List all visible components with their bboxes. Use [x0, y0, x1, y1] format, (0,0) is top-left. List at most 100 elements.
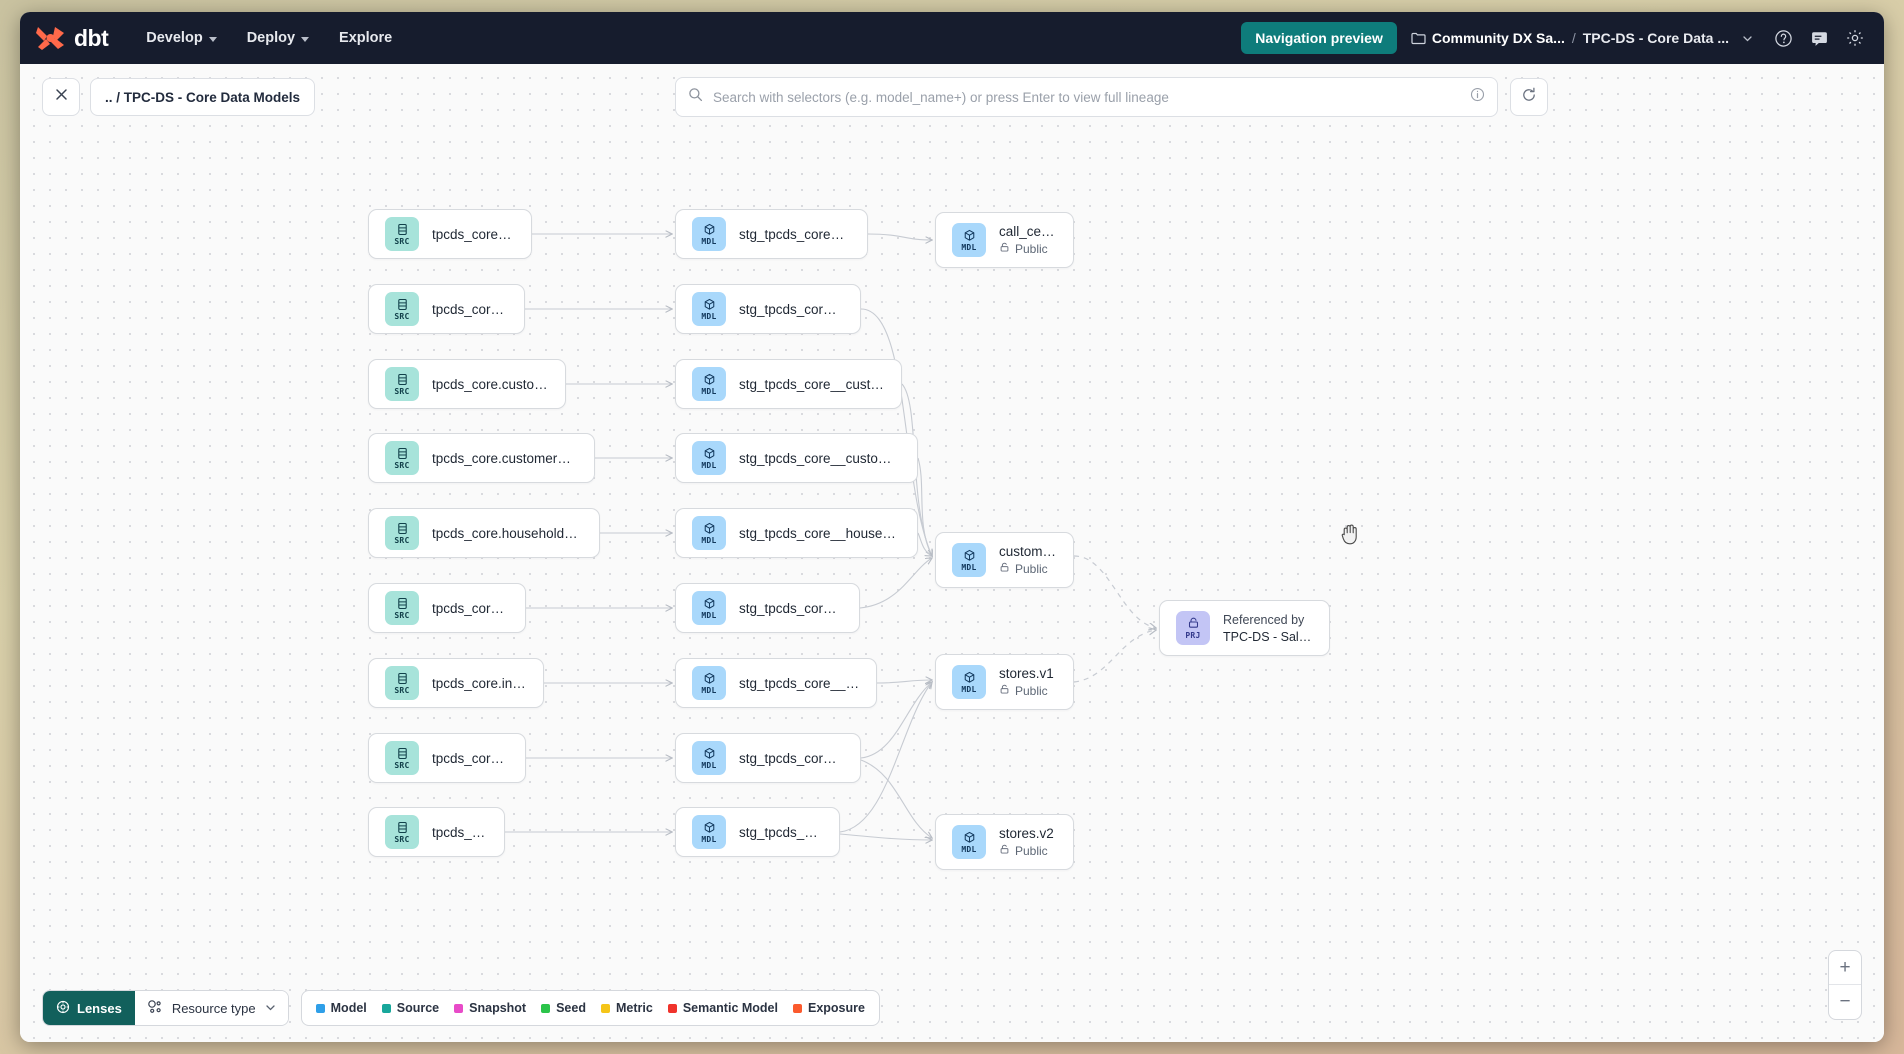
database-icon: [396, 672, 409, 685]
node-title: stg_tpcds_core__customer: [739, 301, 844, 317]
breadcrumb-project[interactable]: TPC-DS - Core Data ...: [1582, 30, 1729, 46]
node-access-badge: Public: [999, 844, 1054, 858]
lineage-search-box[interactable]: [675, 77, 1498, 117]
canvas-breadcrumb-label: .. / TPC-DS - Core Data Models: [105, 89, 301, 105]
lineage-node-src-customer[interactable]: SRC tpcds_core.customer: [368, 284, 525, 334]
legend-item-snapshot[interactable]: Snapshot: [454, 1001, 526, 1015]
legend-item-semantic-model[interactable]: Semantic Model: [667, 1001, 778, 1015]
lenses-button[interactable]: Lenses: [43, 991, 135, 1025]
cube-icon: [963, 229, 976, 242]
close-lineage-button[interactable]: [42, 78, 80, 116]
legend-swatch: [792, 1003, 802, 1013]
node-type-badge-src: SRC: [385, 292, 419, 326]
node-type-badge-src: SRC: [385, 741, 419, 775]
node-title: stg_tpcds_core__inventory: [739, 750, 844, 766]
dbt-logo[interactable]: dbt: [34, 24, 109, 52]
lineage-node-src-store[interactable]: SRC tpcds_core.store: [368, 807, 505, 857]
breadcrumb-account[interactable]: Community DX Sa...: [1431, 30, 1565, 46]
help-circle-icon[interactable]: [1772, 27, 1794, 49]
nav-item-develop[interactable]: Develop: [146, 30, 217, 46]
node-text: tpcds_core.customer: [432, 302, 508, 317]
nav-item-explore[interactable]: Explore: [339, 30, 392, 46]
zoom-in-button[interactable]: +: [1829, 951, 1861, 985]
legend-item-source[interactable]: Source: [381, 1001, 439, 1015]
legend-label: Metric: [615, 1001, 653, 1015]
lineage-node-src-inventory[interactable]: SRC tpcds_core.inventory: [368, 733, 526, 783]
resource-type-dropdown[interactable]: Resource type: [134, 991, 288, 1025]
database-icon: [396, 223, 409, 236]
database-icon: [396, 821, 409, 834]
node-title: stores.v2: [999, 826, 1054, 841]
node-title: stg_tpcds_core__customer_address: [739, 376, 885, 392]
nav-item-deploy[interactable]: Deploy: [246, 30, 310, 46]
lineage-node-src-household-demographics[interactable]: SRC tpcds_core.household_demographics: [368, 508, 600, 558]
legend-swatch: [667, 1003, 677, 1013]
node-text: tpcds_core.customer_demographics: [432, 451, 578, 466]
resource-type-legend: Model Source Snapshot Seed Metric Semantic Mo…: [300, 990, 880, 1026]
node-type-badge-prj: PRJ: [1176, 611, 1210, 645]
node-text: tpcds_core.inventory: [432, 751, 509, 766]
lineage-nodes: SRCtpcds_core.call_centerSRCtpcds_core.c…: [20, 64, 1884, 1042]
search-input[interactable]: [713, 89, 1460, 105]
refresh-lineage-button[interactable]: [1510, 78, 1548, 116]
lineage-node-src-customer-address[interactable]: SRC tpcds_core.customer_address: [368, 359, 566, 409]
legend-item-seed[interactable]: Seed: [541, 1001, 586, 1015]
navigation-preview-button[interactable]: Navigation preview: [1241, 22, 1397, 54]
dbt-mark-icon: [34, 24, 68, 52]
cube-icon: [703, 373, 716, 386]
node-text: call_centersPublic: [999, 224, 1057, 256]
node-title: tpcds_core.store: [432, 824, 488, 840]
lineage-node-mdl-stg-customer-demographics[interactable]: MDLstg_tpcds_core__customer_demogra…: [675, 433, 918, 483]
legend-item-exposure[interactable]: Exposure: [792, 1001, 865, 1015]
cube-icon: [703, 447, 716, 460]
node-text: tpcds_core.customer_address: [432, 377, 549, 392]
node-access-badge: Public: [999, 562, 1057, 576]
canvas-breadcrumb-button[interactable]: .. / TPC-DS - Core Data Models: [90, 78, 316, 116]
node-type-badge-mdl: MDL: [692, 666, 726, 700]
node-access-label: Public: [1015, 562, 1048, 576]
node-title: tpcds_core.household_demographics: [432, 525, 583, 541]
node-text: tpcds_core.date_dim: [432, 601, 509, 616]
header-breadcrumb: Community DX Sa... / TPC-DS - Core Data …: [1411, 27, 1758, 49]
node-type-badge-mdl: MDL: [692, 292, 726, 326]
info-circle-icon[interactable]: [1470, 87, 1485, 107]
node-type-badge-src: SRC: [385, 367, 419, 401]
lineage-node-mdl-stg-household-demographics[interactable]: MDLstg_tpcds_core__household_demogr…: [675, 508, 918, 558]
node-text: stg_tpcds_core__household_demogr…: [739, 526, 901, 541]
legend-item-metric[interactable]: Metric: [600, 1001, 653, 1015]
nav-item-develop-label: Develop: [146, 30, 203, 46]
legend-swatch: [315, 1003, 325, 1013]
unlock-icon: [999, 242, 1010, 256]
legend-item-model[interactable]: Model: [315, 1001, 367, 1015]
nav-item-deploy-label: Deploy: [246, 30, 296, 46]
node-text: stg_tpcds_core__income_band: [739, 676, 860, 691]
node-type-badge-src: SRC: [385, 516, 419, 550]
zoom-out-button[interactable]: −: [1839, 991, 1851, 1012]
cube-icon: [703, 747, 716, 760]
feedback-icon[interactable]: [1808, 27, 1830, 49]
lineage-node-mdl-stg-income-band[interactable]: MDL stg_tpcds_core__income_band: [675, 658, 877, 708]
breadcrumb-chevron-down-icon[interactable]: [1736, 27, 1758, 49]
node-type-badge-src: SRC: [385, 815, 419, 849]
lineage-node-mdl-stg-customer[interactable]: MDL stg_tpcds_core__customer: [675, 284, 861, 334]
lineage-canvas[interactable]: .. / TPC-DS - Core Data Models SRCtpcds_…: [20, 64, 1884, 1042]
database-icon: [396, 373, 409, 386]
node-title: tpcds_core.customer: [432, 301, 508, 317]
chevron-down-icon: [301, 36, 310, 42]
gear-icon[interactable]: [1844, 27, 1866, 49]
